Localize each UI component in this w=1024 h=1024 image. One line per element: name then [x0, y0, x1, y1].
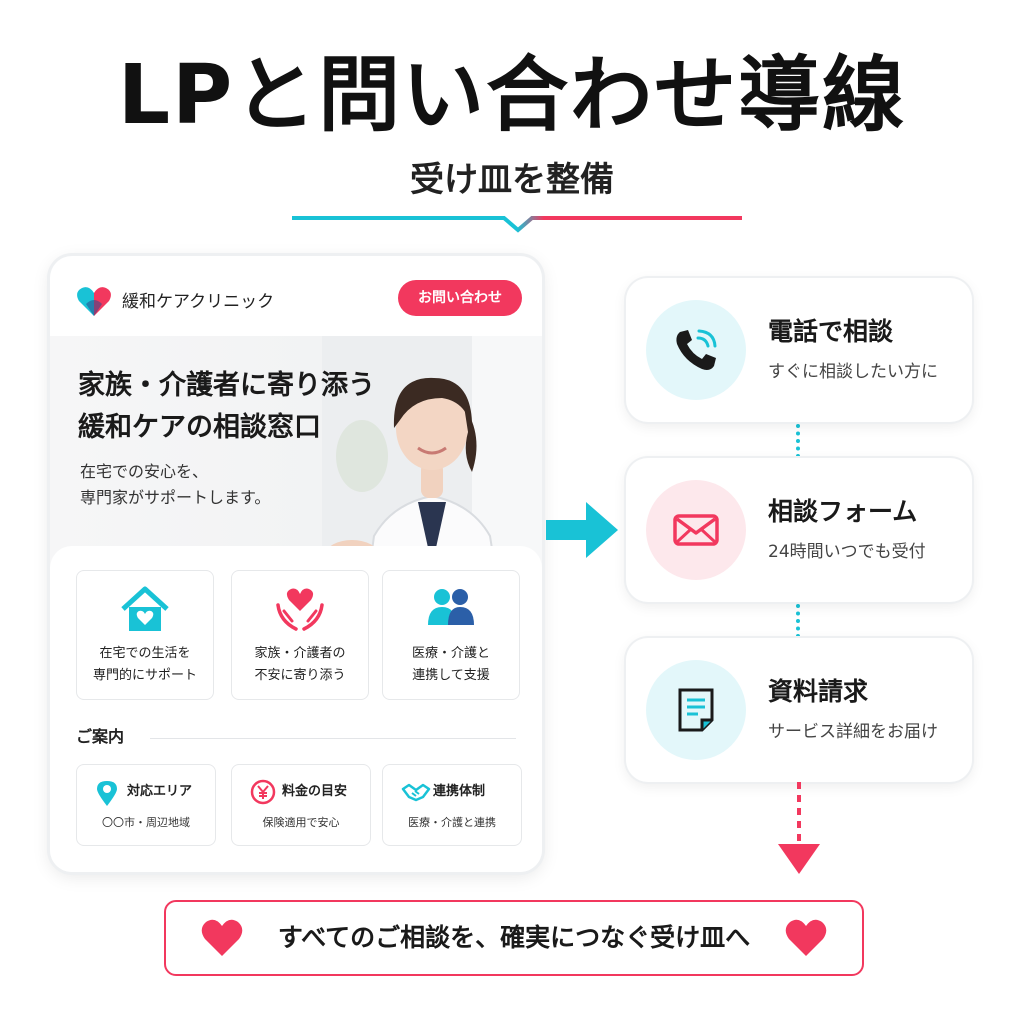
landing-page-mockup: 緩和ケアクリニック お問い合わせ 家族・介護者に寄り添う 緩和ケアの相談窓口 在… [50, 256, 542, 872]
flow-arrow-right-icon [546, 502, 618, 558]
connector-line [796, 424, 800, 458]
guide-label: 対応エリア [127, 784, 193, 799]
channel-icon-circle [646, 300, 746, 400]
guide-card-price[interactable]: 料金の目安 保険適用で安心 [231, 764, 371, 846]
feature-text-line2: 専門的にサポート [92, 668, 197, 683]
phone-icon [676, 329, 717, 370]
feature-card-collaboration: 医療・介護と 連携して支援 [382, 570, 520, 700]
guide-section-title: ご案内 [76, 727, 125, 746]
clinic-logo-heart-icon [77, 287, 111, 316]
heart-icon [785, 919, 827, 956]
guide-card-area[interactable]: 対応エリア 〇〇市・周辺地域 [76, 764, 216, 846]
hands-heart-icon [276, 588, 324, 631]
channel-icon-circle [646, 480, 746, 580]
channel-description: サービス詳細をお届け [768, 722, 938, 742]
conclusion-banner: すべてのご相談を、確実につなぐ受け皿へ [164, 900, 864, 976]
feature-card-family-support: 家族・介護者の 不安に寄り添う [231, 570, 369, 700]
contact-button[interactable]: お問い合わせ [398, 280, 522, 316]
document-icon [678, 688, 714, 732]
channel-description: すぐに相談したい方に [768, 362, 938, 382]
title-underline-decoration [292, 216, 742, 233]
feature-text-line1: 医療・介護と [411, 646, 490, 661]
guide-value: 〇〇市・周辺地域 [102, 816, 190, 829]
hero-subtext-line1: 在宅での安心を、 [80, 462, 209, 481]
feature-text-line2: 不安に寄り添う [254, 668, 346, 683]
flow-arrow-down-icon [778, 782, 820, 874]
clinic-name: 緩和ケアクリニック [122, 292, 275, 312]
channel-icon-circle [646, 660, 746, 760]
hero-headline-line1: 家族・介護者に寄り添う [78, 370, 375, 401]
handshake-icon [401, 783, 431, 802]
hero-subtext-line2: 専門家がサポートします。 [80, 488, 271, 507]
channel-card-document[interactable]: 資料請求 サービス詳細をお届け [626, 638, 972, 782]
guide-divider [150, 738, 516, 739]
page-subtitle: 受け皿を整備 [410, 160, 614, 200]
channel-title: 相談フォーム [768, 497, 918, 526]
feature-text-line1: 在宅での生活を [99, 646, 191, 661]
channel-title: 資料請求 [768, 677, 869, 706]
channel-title: 電話で相談 [768, 317, 894, 346]
channel-card-phone[interactable]: 電話で相談 すぐに相談したい方に [626, 278, 972, 422]
channel-card-form[interactable]: 相談フォーム 24時間いつでも受付 [626, 458, 972, 602]
guide-value: 保険適用で安心 [262, 816, 340, 829]
home-heart-icon [121, 586, 169, 631]
heart-icon [201, 919, 243, 956]
people-icon [428, 589, 474, 625]
page-title: LPと問い合わせ導線 [117, 48, 907, 143]
guide-label: 料金の目安 [282, 784, 348, 799]
feature-text-line1: 家族・介護者の [254, 646, 346, 661]
guide-value: 医療・介護と連携 [408, 816, 496, 829]
banner-text: すべてのご相談を、確実につなぐ受け皿へ [277, 923, 751, 952]
guide-card-collaboration[interactable]: 連携体制 医療・介護と連携 [382, 764, 522, 846]
connector-line [796, 604, 800, 638]
hero-headline-line2: 緩和ケアの相談窓口 [78, 412, 321, 443]
mail-icon [673, 514, 719, 546]
yen-icon [250, 779, 276, 805]
feature-card-home-support: 在宅での生活を 専門的にサポート [76, 570, 214, 700]
channel-description: 24時間いつでも受付 [768, 542, 926, 562]
map-pin-icon [97, 781, 117, 806]
guide-label: 連携体制 [433, 784, 486, 799]
feature-text-line2: 連携して支援 [412, 668, 490, 683]
